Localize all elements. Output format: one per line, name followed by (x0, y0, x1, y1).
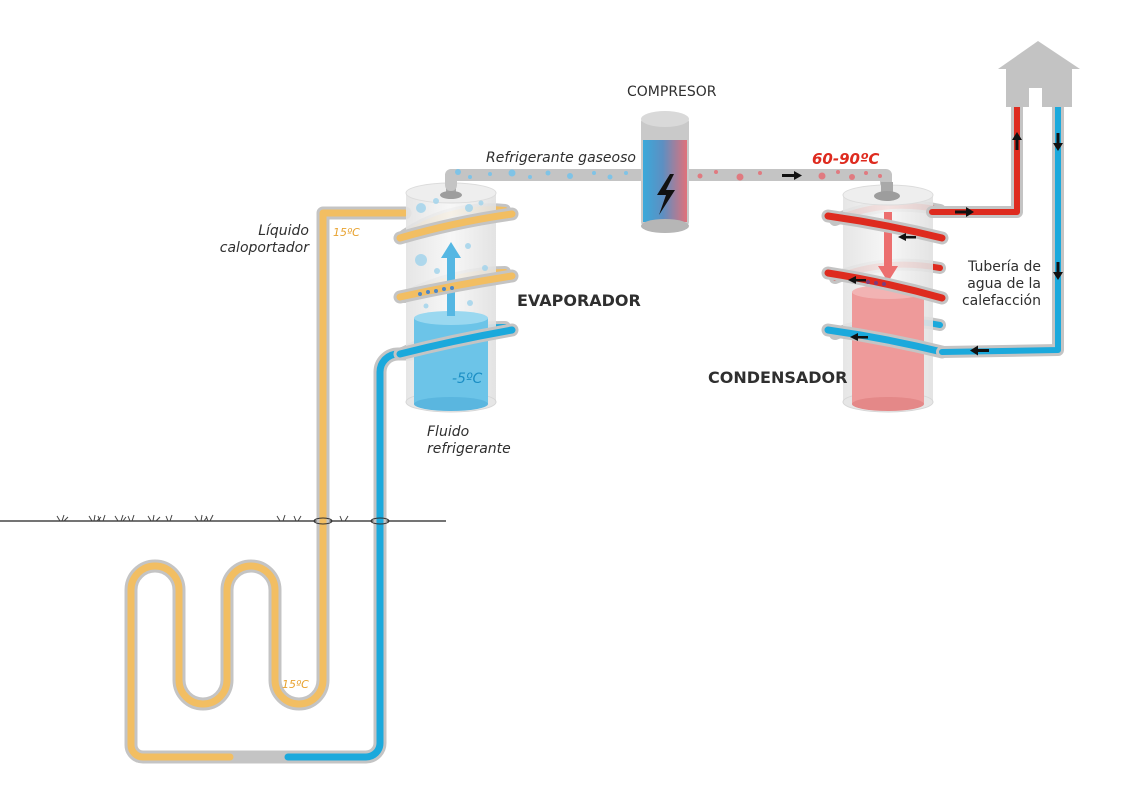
liquid-top-temperature: 15ºC (333, 226, 360, 239)
condenser-label: CONDENSADOR (708, 368, 847, 387)
condenser-tank (821, 182, 949, 413)
liquid-bottom-temperature: 15ºC (282, 678, 309, 691)
evaporator-tank (393, 180, 519, 413)
pipe-clamp (370, 517, 390, 525)
compressor-label: COMPRESOR (627, 84, 717, 100)
gas-bubbles (455, 169, 882, 181)
fluid-label-line1: Fluido (427, 424, 469, 440)
compressor-unit (641, 111, 689, 233)
pipe-clamp (313, 517, 333, 525)
house-icon (998, 41, 1080, 107)
grass-tufts (56, 514, 349, 522)
lightning-bolt-icon (657, 174, 675, 215)
liquid-label-line1: Líquido (258, 223, 309, 239)
fluid-temperature: -5ºC (452, 371, 483, 387)
flow-arrows (955, 132, 1063, 356)
fluid-label-line2: refrigerante (427, 441, 511, 457)
pipe-label-line3: calefacción (962, 293, 1041, 309)
heating-pipes (926, 99, 1064, 358)
evaporator-label: EVAPORADOR (517, 291, 641, 310)
ground-loop (124, 206, 417, 764)
pipe-label-line2: agua de la (967, 276, 1041, 292)
refrigerant-gas-label: Refrigerante gaseoso (486, 150, 636, 166)
liquid-label-line2: caloportador (220, 240, 310, 256)
hot-temperature-label: 60-90ºC (812, 150, 879, 168)
pipe-label-line1: Tubería de (967, 259, 1041, 275)
